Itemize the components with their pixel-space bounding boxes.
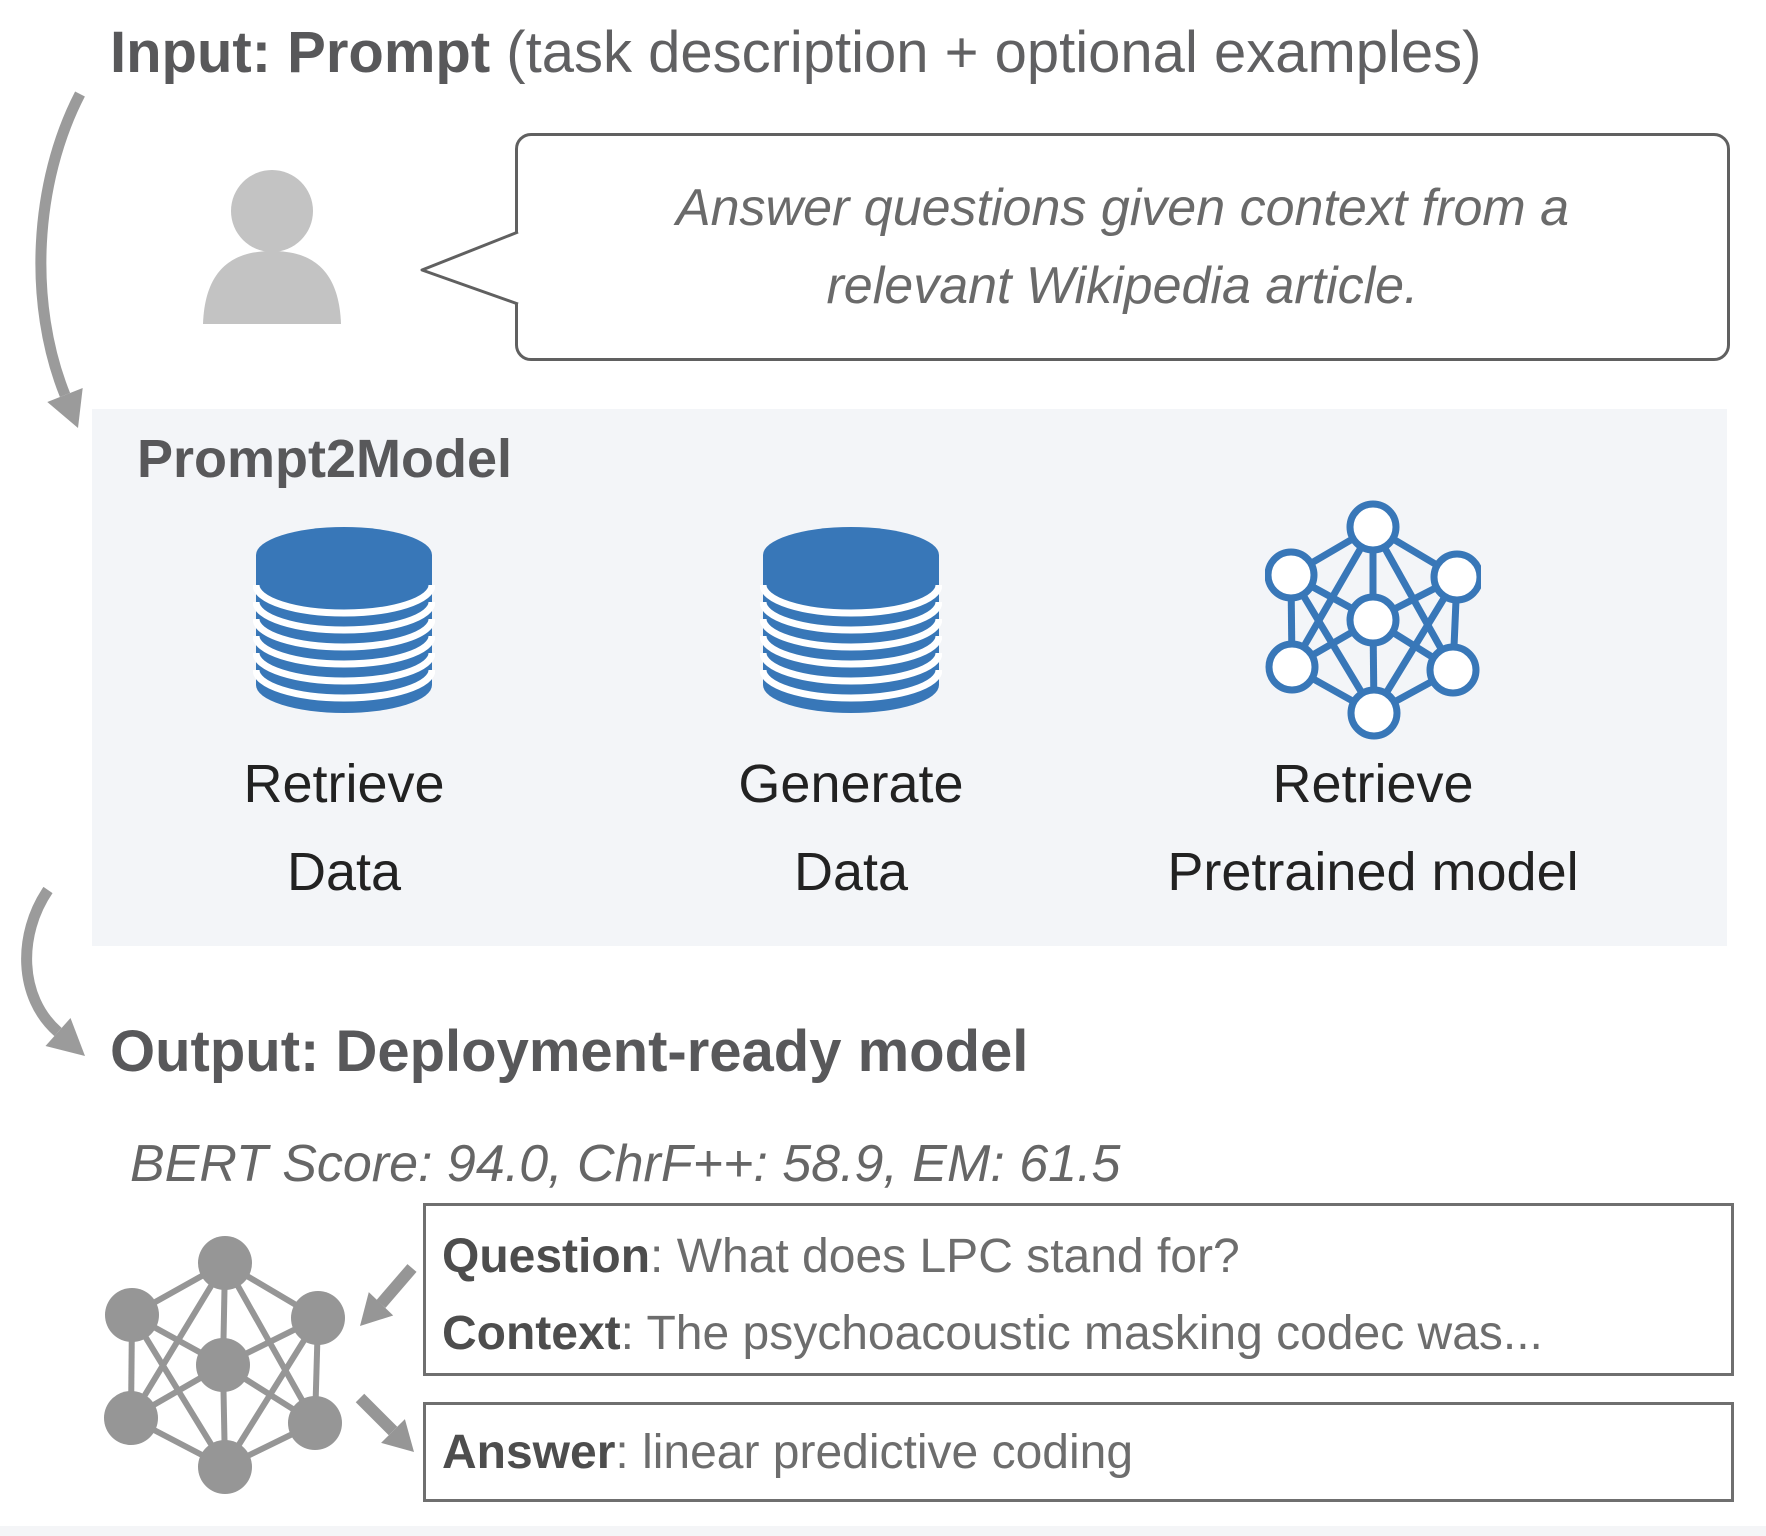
component-label-retrieve-data: Retrieve Data bbox=[243, 754, 445, 902]
arrow-to-answer-icon bbox=[355, 1393, 414, 1452]
metrics-line: BERT Score: 94.0, ChrF++: 58.9, EM: 61.5 bbox=[130, 1135, 1121, 1193]
arrow-into-model-icon bbox=[360, 1264, 417, 1326]
curved-arrow-down-icon bbox=[21, 886, 85, 1056]
speech-bubble-tail-icon bbox=[420, 230, 519, 306]
answer-line: Answer: linear predictive coding bbox=[442, 1425, 1134, 1479]
database-icon bbox=[253, 527, 435, 713]
question-line: Question: What does LPC stand for? bbox=[442, 1230, 1240, 1283]
curved-arrow-down-icon bbox=[35, 91, 85, 428]
prompt-speech-bubble: Answer questions given context from a re… bbox=[515, 133, 1730, 361]
speech-line-2: relevant Wikipedia article. bbox=[826, 257, 1419, 315]
context-line: Context: The psychoacoustic masking code… bbox=[442, 1307, 1543, 1360]
context-label: Context bbox=[442, 1307, 621, 1360]
input-heading: Input: Prompt (task description + option… bbox=[110, 20, 1481, 87]
component-label-generate-data: Generate Data bbox=[738, 754, 964, 902]
input-heading-rest: (task description + optional examples) bbox=[490, 20, 1482, 85]
database-icon bbox=[760, 527, 942, 713]
neural-network-icon bbox=[1265, 500, 1481, 740]
figure-bottom-edge bbox=[0, 1526, 1766, 1536]
question-label: Question bbox=[442, 1230, 651, 1283]
deployed-model-network-icon bbox=[104, 1236, 345, 1494]
question-context-box: Question: What does LPC stand for? Conte… bbox=[423, 1203, 1734, 1376]
input-heading-bold: Input: Prompt bbox=[110, 20, 491, 85]
speech-line-1: Answer questions given context from a bbox=[675, 179, 1570, 237]
prompt2model-heading: Prompt2Model bbox=[137, 429, 513, 489]
user-icon bbox=[203, 170, 341, 324]
component-label-retrieve-pretrained-model: Retrieve Pretrained model bbox=[1167, 754, 1579, 902]
output-heading: Output: Deployment-ready model bbox=[110, 1019, 1029, 1084]
answer-label: Answer bbox=[442, 1425, 616, 1479]
answer-box: Answer: linear predictive coding bbox=[423, 1402, 1734, 1502]
